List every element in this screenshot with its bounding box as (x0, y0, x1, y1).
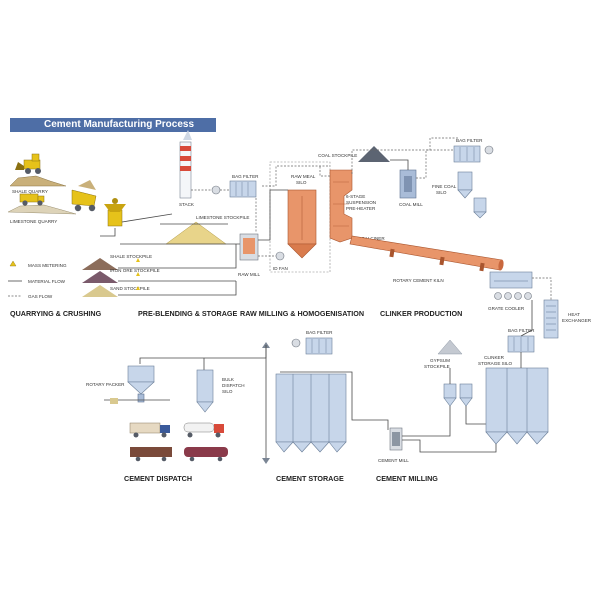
stack (179, 130, 192, 199)
bag-icon (110, 398, 118, 404)
legend: MASS METERING MATERIAL FLOW GAS FLOW (8, 260, 67, 299)
sand-stockpile-label: SAND STOCKPILE (110, 286, 150, 291)
diagram-title-banner: Cement Manufacturing Process (10, 118, 216, 132)
limestone-stockpile-label: LIMESTONE STOCKPILE (196, 215, 249, 220)
legend-material-flow: MATERIAL FLOW (28, 279, 66, 284)
legend-mass-metering: MASS METERING (28, 263, 67, 268)
bag-filter-1-label: BAG FILTER (232, 174, 259, 179)
coal-mill (399, 169, 417, 199)
crusher-outlet (100, 228, 116, 237)
section-preblending: PRE-BLENDING & STORAGE (138, 309, 238, 318)
section-raw-milling: RAW MILLING & HOMOGENISATION (240, 309, 364, 318)
loader-icon (15, 153, 41, 174)
rail-wagon-icon (130, 447, 172, 462)
section-clinker: CLINKER PRODUCTION (380, 309, 462, 318)
raw-meal-silo (287, 189, 317, 259)
fine-coal-silo-label-2: SILO (436, 190, 447, 195)
preheater-tower (329, 169, 353, 243)
id-fan-icon (275, 251, 285, 261)
fine-coal-silo-label-1: FINE COAL (432, 184, 457, 189)
clinker-silo-label-1: CLINKER (484, 355, 505, 360)
section-milling: CEMENT MILLING (376, 474, 438, 483)
legend-gas-flow: GAS FLOW (28, 294, 53, 299)
raw-meal-silo-label-1: RAW MEAL (291, 174, 316, 179)
bag-filter-4 (507, 335, 535, 353)
clinker-storage-silo (485, 367, 549, 445)
heat-exchanger-label-2: EXCHANGER (562, 318, 592, 323)
bag-filter-2-label: BAG FILTER (456, 138, 483, 143)
crusher-icon (104, 198, 126, 227)
cement-mill (389, 427, 403, 451)
raw-meal-silo-label-2: SILO (296, 180, 307, 185)
preheater-label-2: SUSPENSION (346, 200, 376, 205)
gypsum-stockpile-label-1: GYPSUM (430, 358, 450, 363)
preheater-label-3: PRE-HEATER (346, 206, 376, 211)
limestone-quarry-label: LIMESTONE QUARRY (10, 219, 57, 224)
truck-bags-icon (129, 422, 170, 438)
cement-mill-label: CEMENT MILL (378, 458, 409, 463)
shale-stockpile (82, 258, 118, 270)
grate-cooler-label: GRATE COOLER (488, 306, 525, 311)
shale-quarry-label: SHALE QUARRY (12, 189, 48, 194)
gypsum-stockpile-label-2: STOCKPILE (424, 364, 450, 369)
gypsum-hoppers (443, 383, 473, 407)
rotary-kiln-label: ROTARY CEMENT KILN (393, 278, 444, 283)
raw-mill-label: RAW MILL (238, 272, 260, 277)
coal-stockpile-label: COAL STOCKPILE (318, 153, 357, 158)
rotary-kiln (349, 235, 504, 272)
dispatch-supply-line (139, 345, 267, 364)
mass-metering-icon (9, 260, 17, 267)
preheater-gas-line (351, 137, 458, 174)
bag-filter-1 (229, 180, 257, 198)
rotary-packer (127, 365, 155, 403)
gypsum-stockpile (437, 339, 463, 355)
bag-filter-4-label: BAG FILTER (508, 328, 535, 333)
tanker-truck-icon (183, 422, 224, 438)
sand-stockpile (82, 285, 118, 297)
stack-label: STACK (179, 202, 195, 207)
truck-icon (19, 193, 45, 206)
grate-cooler (489, 271, 533, 300)
raw-mill (239, 233, 259, 261)
diagram-title: Cement Manufacturing Process (44, 119, 195, 130)
section-dispatch: CEMENT DISPATCH (124, 474, 192, 483)
bag-filter-3-label: BAG FILTER (306, 330, 333, 335)
fan-icon (211, 185, 221, 195)
rail-tanker-icon (184, 447, 228, 462)
heat-exchanger-label-1: HEAT (568, 312, 580, 317)
iron-ore-stockpile (82, 271, 118, 283)
bulk-silo-label-1: BULK (222, 377, 235, 382)
limestone-stockpile (160, 221, 228, 245)
clinker-silo-label-2: STORAGE SILO (478, 361, 513, 366)
cement-storage-silos (275, 373, 347, 453)
bulk-silo-label-3: SILO (222, 389, 233, 394)
id-fan-label: ID FAN (273, 266, 288, 271)
shale-quarry (9, 153, 67, 187)
coal-stockpile (358, 146, 390, 162)
dump-truck-icon (71, 180, 97, 212)
rotary-packer-label: ROTARY PACKER (86, 382, 125, 387)
bulk-silo-label-2: DISPATCH (222, 383, 245, 388)
bag-filter-3 (291, 337, 333, 355)
bag-filter-2 (453, 145, 494, 163)
preheater-label-1: 6-STAGE (346, 194, 365, 199)
shale-stockpile-label: SHALE STOCKPILE (110, 254, 152, 259)
iron-ore-stockpile-label: IRON ORE STOCKPILE (110, 268, 160, 273)
heat-exchanger (543, 299, 559, 339)
limestone-quarry (7, 193, 77, 215)
coal-mill-label: COAL MILL (399, 202, 423, 207)
section-storage: CEMENT STORAGE (276, 474, 344, 483)
section-quarrying: QUARRYING & CRUSHING (10, 309, 102, 318)
fine-coal-silo (457, 171, 487, 219)
bulk-dispatch-silo (196, 369, 214, 413)
crusher-conveyor (121, 213, 173, 223)
